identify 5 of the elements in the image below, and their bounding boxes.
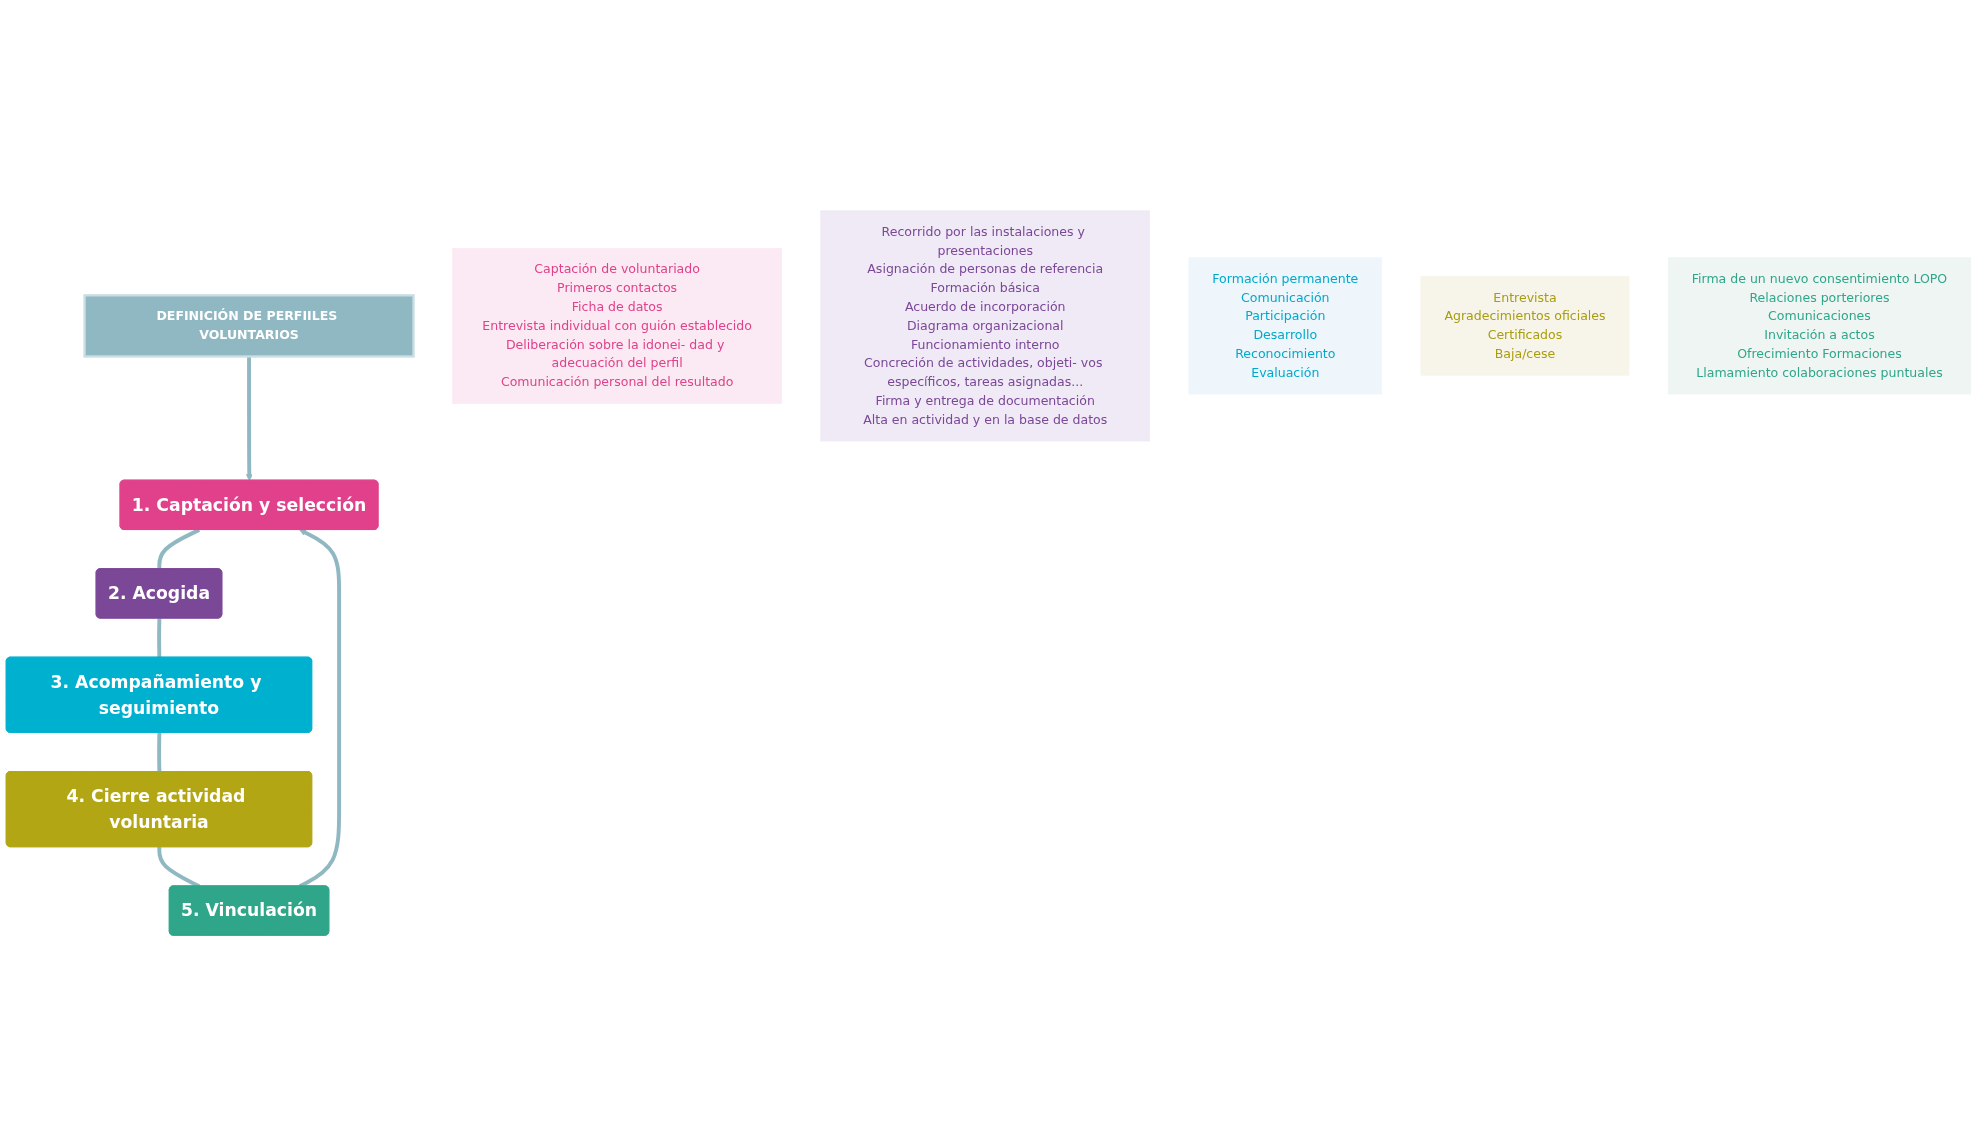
connector	[157, 528, 201, 570]
connector	[157, 732, 162, 772]
arrow	[245, 356, 253, 481]
node-box: DEFINICIÓN DE PERFIILES VOLUNTARIOS	[83, 294, 415, 358]
connector	[157, 618, 162, 658]
